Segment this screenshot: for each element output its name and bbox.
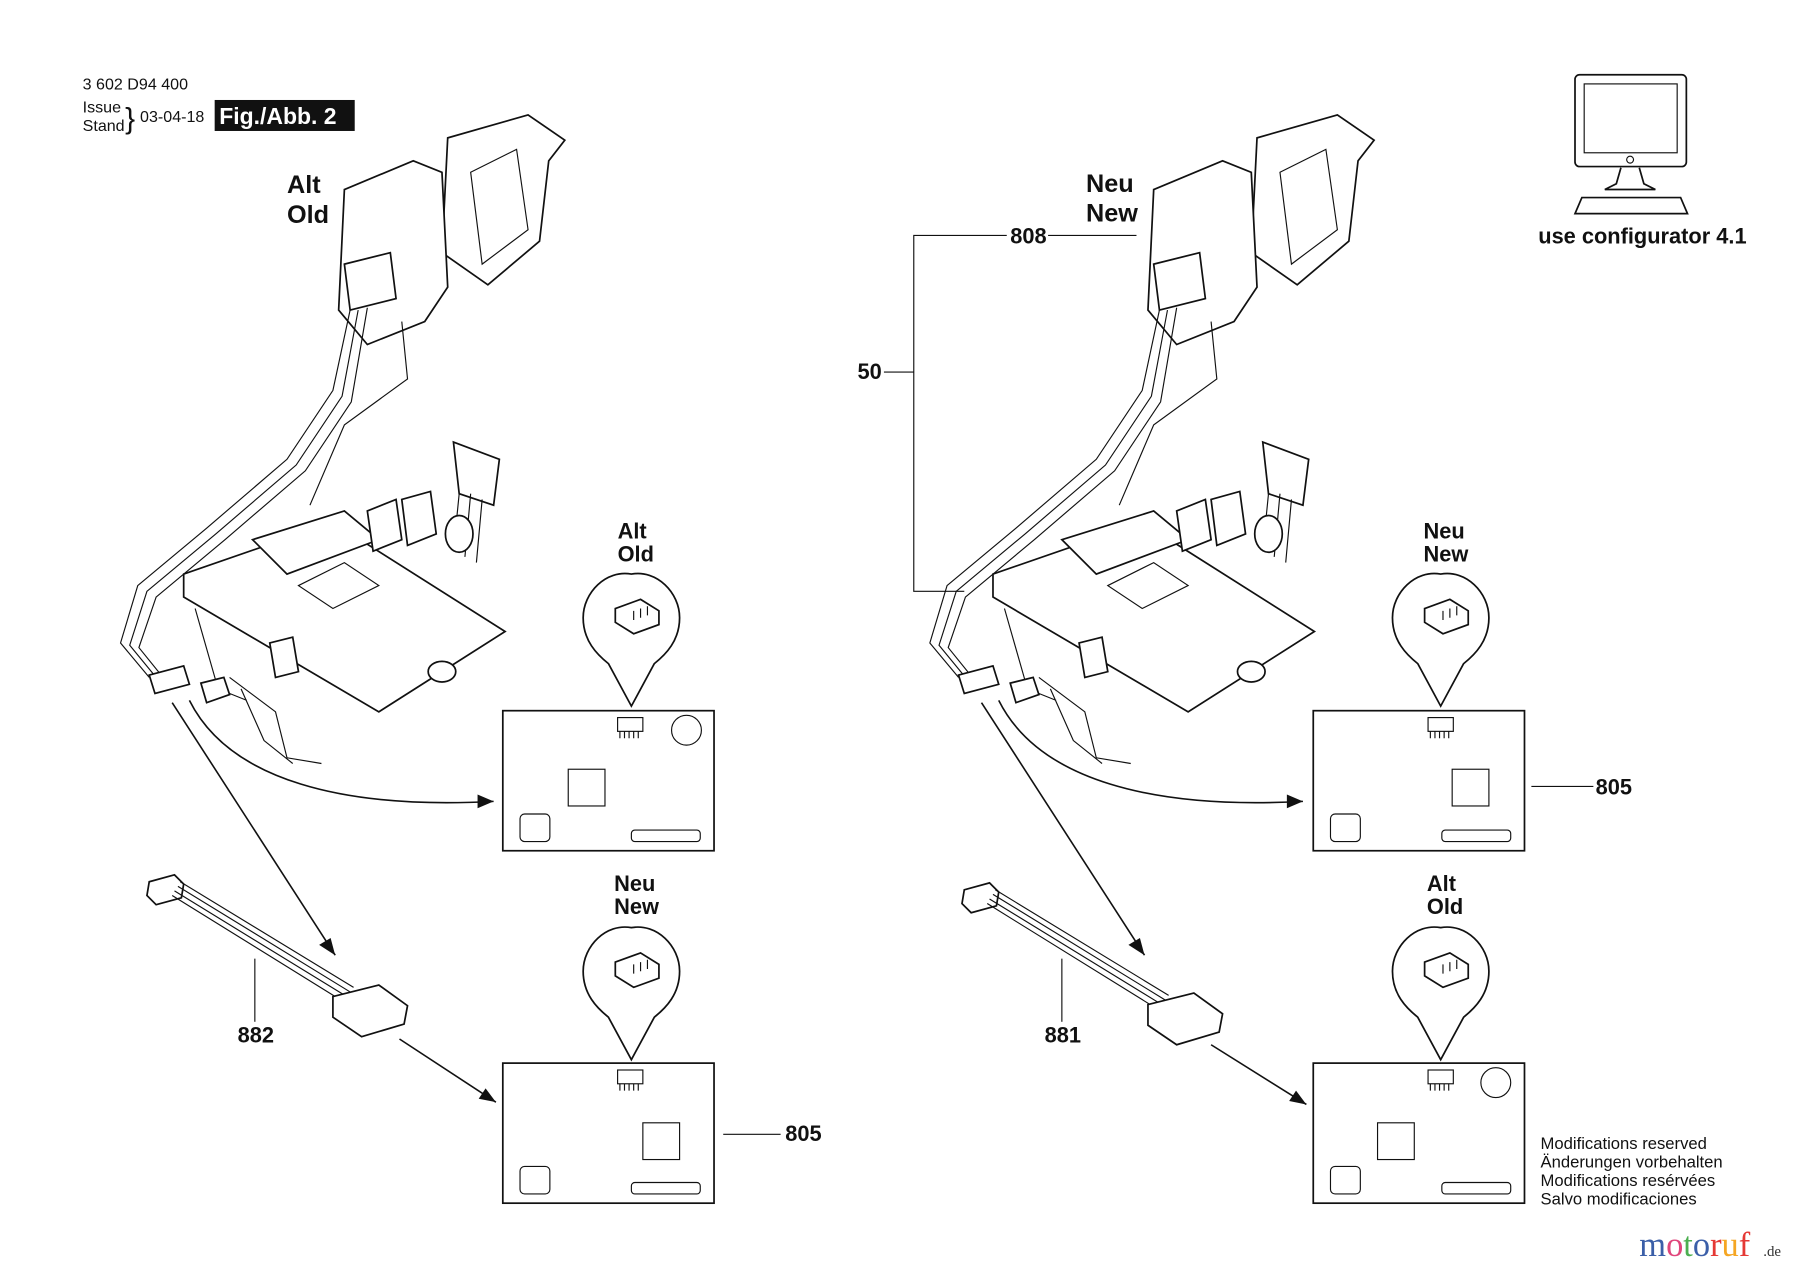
ref-808: 808 (1010, 223, 1046, 248)
notice-de: Änderungen vorbehalten (1541, 1153, 1723, 1172)
ref-882: 882 (238, 1022, 274, 1047)
electronics-module-drawing (992, 441, 1316, 765)
bubble-label-de: Neu (1423, 518, 1464, 543)
circuit-board-805 (501, 1062, 715, 1205)
configurator-label: use configurator 4.1 (1538, 223, 1746, 248)
adapter-cable-881 (961, 882, 1224, 1046)
left-title-en: Old (287, 201, 329, 229)
figure-badge (214, 99, 355, 131)
electronics-module-drawing (182, 441, 506, 765)
configurator-hint[interactable]: use configurator 4.1 (1538, 73, 1747, 249)
watermark-text: motoruf (1639, 1226, 1750, 1264)
bubble-label-de: Neu (614, 871, 655, 896)
ref-805: 805 (1596, 774, 1632, 799)
ref-881: 881 (1045, 1022, 1081, 1047)
right-title-de: Neu (1086, 170, 1134, 198)
bubble-label-de: Alt (1427, 871, 1456, 896)
part-number: 3 602 D94 400 (83, 76, 188, 94)
watermark-suffix: .de (1763, 1244, 1781, 1260)
circuit-board-old (501, 709, 715, 852)
brace-icon: } (125, 103, 135, 136)
left-title-de: Alt (287, 171, 321, 199)
title-block: 3 602 D94 400 Issue Stand } 03-04-18 Fig… (83, 76, 355, 136)
stand-label: Stand (83, 117, 125, 135)
connector-detail-bubble-old (1391, 926, 1490, 1061)
modifications-notice: Modifications reserved Änderungen vorbeh… (1541, 1134, 1723, 1208)
connector-detail-bubble-old (582, 572, 681, 707)
notice-fr: Modifications resérvées (1541, 1171, 1716, 1190)
notice-es: Salvo modificaciones (1541, 1189, 1697, 1208)
issue-date: 03-04-18 (140, 108, 204, 126)
watermark-logo: motoruf .de (1639, 1226, 1781, 1264)
ref-50: 50 (858, 359, 882, 384)
computer-icon (1573, 73, 1689, 215)
circuit-board-805 (1312, 709, 1526, 852)
bubble-label-en: New (614, 894, 659, 919)
bubble-label-en: Old (1427, 894, 1463, 919)
notice-en: Modifications reserved (1541, 1134, 1707, 1153)
circuit-board-old (1312, 1062, 1526, 1205)
connector-detail-bubble-new (582, 926, 681, 1061)
figure-label: Fig./Abb. 2 (219, 103, 336, 129)
adapter-cable-882 (146, 873, 409, 1038)
right-new-assembly: Neu New 808 50 Neu New 805 Alt Old 881 (858, 114, 1632, 1205)
left-old-assembly: Alt Old Alt Old Neu New 882 805 (119, 114, 822, 1205)
connector-detail-bubble-new (1391, 572, 1490, 707)
arrow-line (188, 699, 494, 804)
bubble-label-en: New (1423, 541, 1468, 566)
bubble-label-de: Alt (618, 518, 647, 543)
ref-805: 805 (785, 1121, 821, 1146)
right-title-en: New (1086, 200, 1138, 228)
bubble-label-en: Old (618, 541, 654, 566)
issue-label: Issue (83, 99, 121, 117)
